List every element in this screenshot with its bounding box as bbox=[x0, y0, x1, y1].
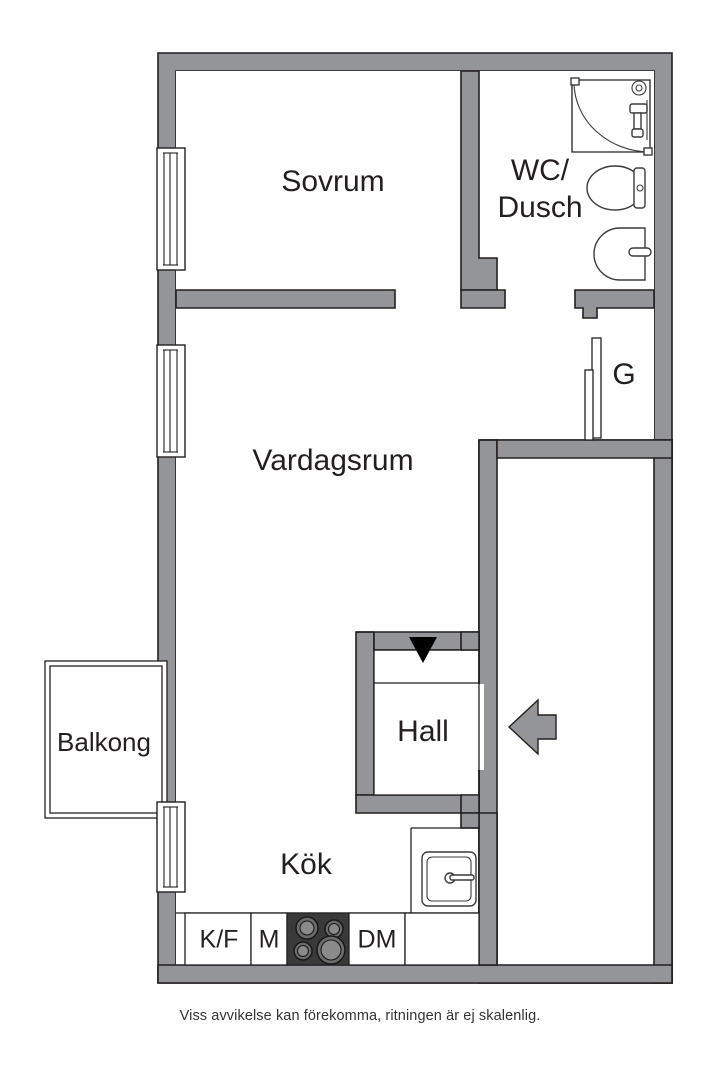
kitchen-fixtures: K/F M DM bbox=[176, 827, 480, 966]
hall-bottom-jog bbox=[460, 812, 480, 829]
microwave-label: M bbox=[259, 926, 280, 954]
microwave-box bbox=[250, 912, 288, 966]
room-label-wc-line1: WC/ bbox=[511, 154, 570, 187]
closet-direction-arrow bbox=[409, 637, 437, 663]
bedroom-bathroom-partition bbox=[460, 70, 498, 291]
bathroom-door-jamb bbox=[460, 289, 506, 309]
fridge-freezer-label: K/F bbox=[200, 926, 239, 954]
bedroom-living-partition bbox=[175, 289, 396, 309]
stove-icon bbox=[286, 912, 350, 966]
right-exterior-lower bbox=[653, 439, 673, 984]
room-label-wc-line2: Dusch bbox=[497, 191, 582, 224]
room-label-kok: Kök bbox=[280, 848, 333, 881]
balcony-label: Balkong bbox=[57, 727, 151, 757]
kitchen-right-fill bbox=[479, 795, 654, 965]
hall-left-wall bbox=[355, 631, 375, 796]
bathroom-closet-partition bbox=[574, 289, 655, 319]
window-bedroom bbox=[156, 147, 186, 271]
wall-structure bbox=[157, 52, 673, 984]
window-living-room bbox=[156, 344, 186, 458]
living-room-notch-top bbox=[479, 439, 673, 459]
room-label-hall: Hall bbox=[397, 715, 449, 748]
kitchen-sink-icon bbox=[421, 851, 477, 907]
washbasin-icon bbox=[593, 227, 652, 281]
openings bbox=[156, 147, 602, 893]
toilet-icon bbox=[586, 165, 646, 211]
balcony: Balkong bbox=[44, 660, 168, 819]
disclaimer-caption: Viss avvikelse kan förekomma, ritningen … bbox=[179, 1008, 541, 1024]
kitchen-counter-wall-stub bbox=[478, 812, 498, 966]
entrance-direction-arrow bbox=[507, 698, 557, 756]
room-labels: Sovrum WC/ Dusch G Vardagsrum Hall Kök bbox=[252, 154, 635, 881]
kitchen-cabinet-box bbox=[404, 912, 480, 966]
room-label-vardagsrum: Vardagsrum bbox=[252, 444, 413, 477]
room-outlines bbox=[373, 649, 484, 796]
dishwasher-box bbox=[348, 912, 406, 966]
hall-interior-fill2 bbox=[375, 651, 478, 794]
room-label-garderob: G bbox=[612, 358, 635, 391]
markers bbox=[409, 637, 557, 756]
balcony-outer bbox=[44, 660, 168, 819]
closet-sliding-door bbox=[584, 337, 602, 441]
fridge-freezer-box bbox=[184, 912, 252, 966]
bathroom-fixtures bbox=[570, 77, 653, 281]
bottom-exterior bbox=[157, 964, 673, 984]
balcony-door bbox=[156, 801, 186, 893]
balcony-inner bbox=[49, 665, 163, 814]
dishwasher-label: DM bbox=[358, 926, 397, 954]
shower-icon bbox=[570, 77, 653, 156]
room-label-sovrum: Sovrum bbox=[281, 165, 384, 198]
